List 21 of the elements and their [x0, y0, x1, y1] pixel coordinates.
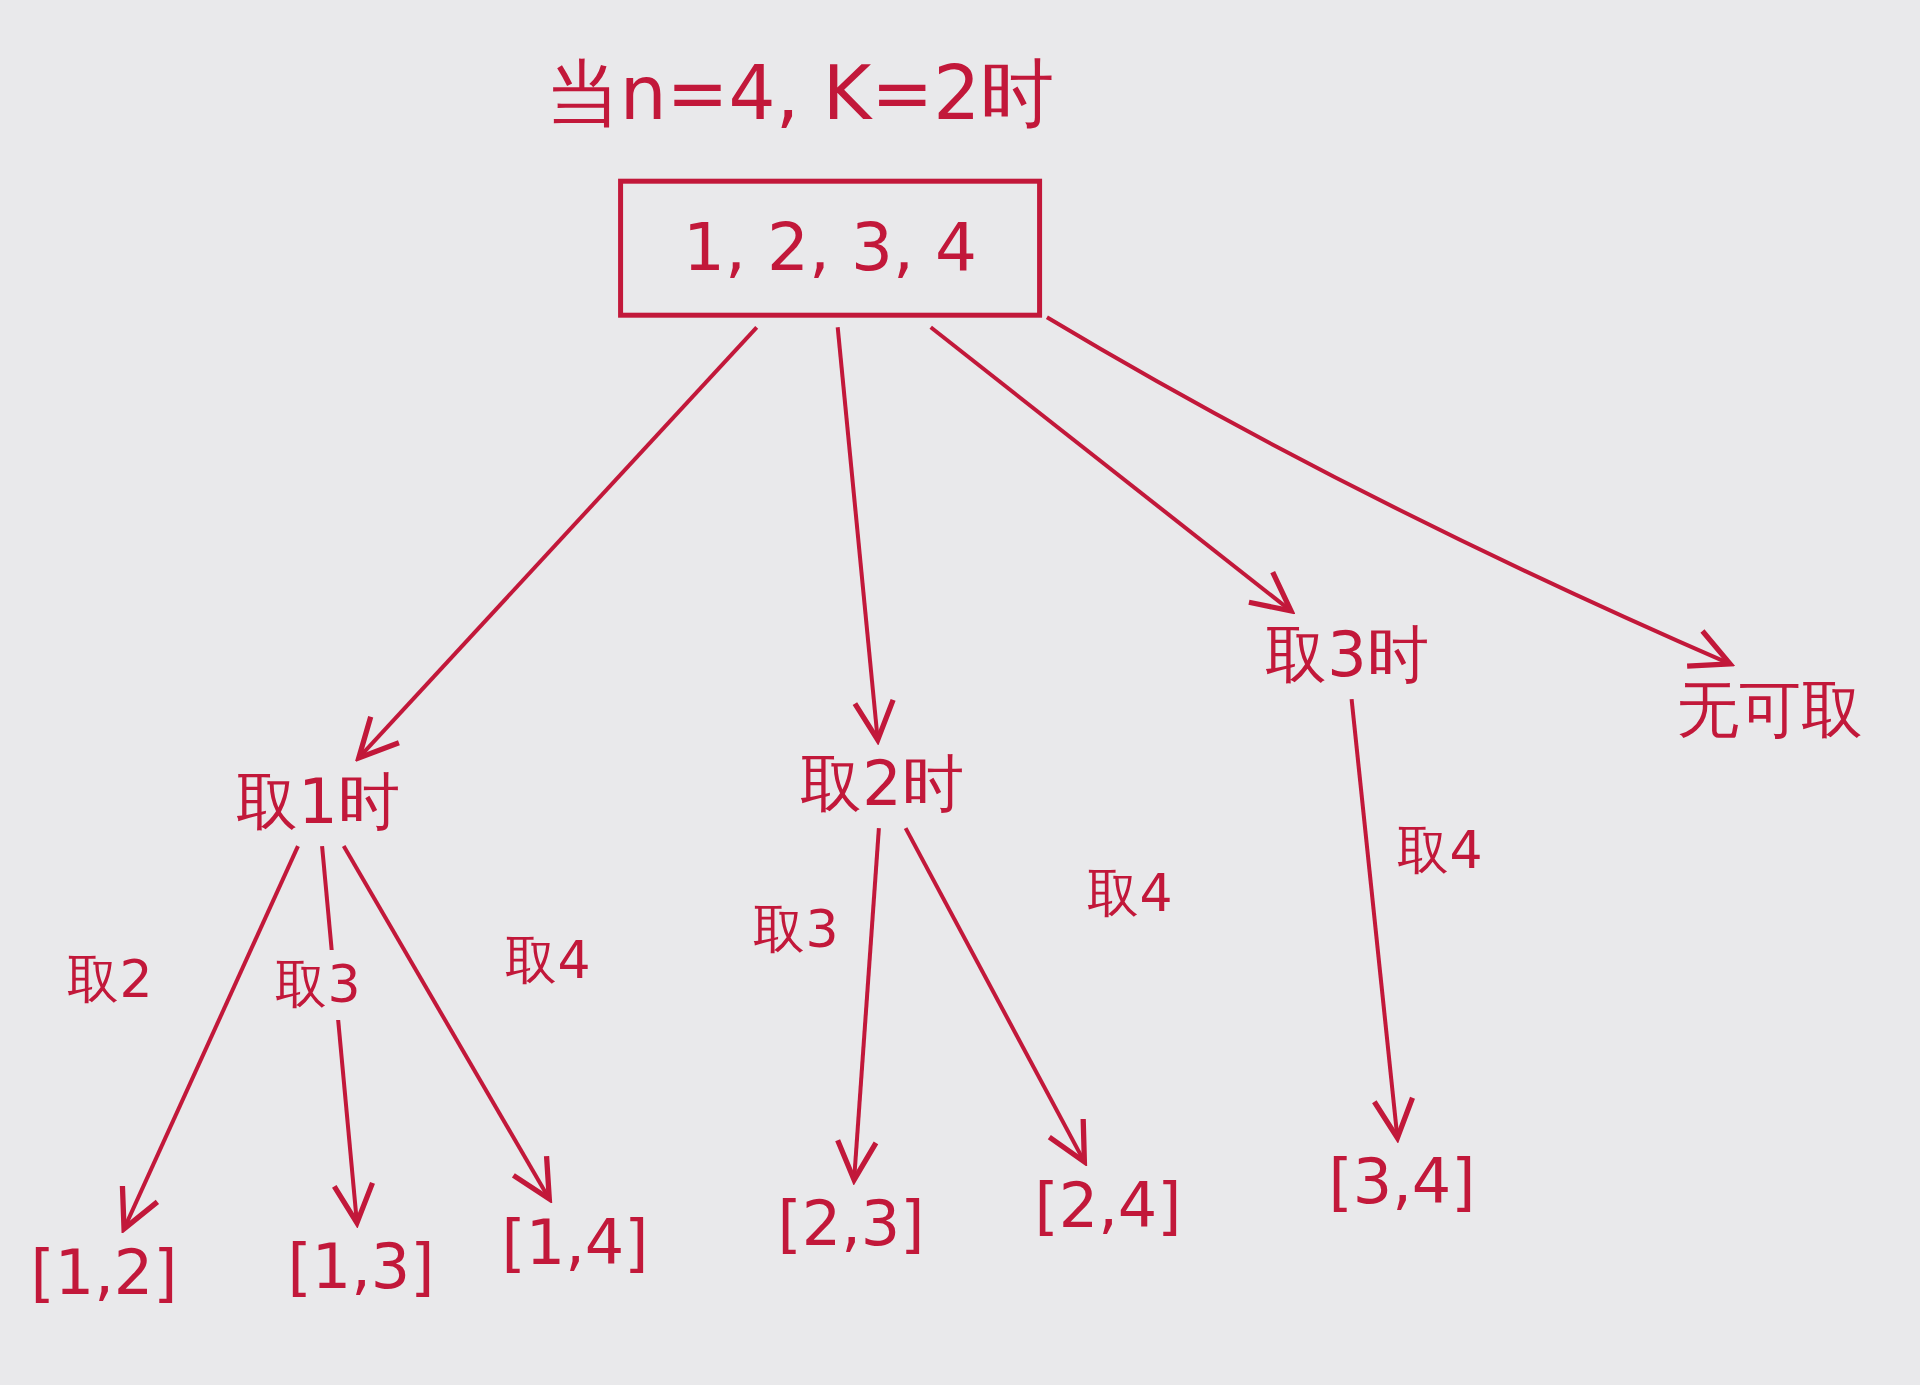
result-label: [2,3] [777, 1189, 925, 1259]
arrow [929, 325, 1294, 614]
result-label: [1,2] [30, 1238, 178, 1308]
step-label: 取3时 [1265, 620, 1429, 690]
arrow [835, 327, 896, 743]
title: 当n=4, K=2时 [545, 49, 1055, 138]
arrow [119, 845, 300, 1232]
number-box: 1, 2, 3, 4 [618, 178, 1042, 318]
arrow [903, 827, 1088, 1165]
step-label: 无可取 [1677, 675, 1863, 745]
arrow [356, 325, 759, 761]
arrow [835, 827, 881, 1183]
result-label: [1,4] [501, 1208, 649, 1278]
arrow [1045, 315, 1733, 669]
result-label: [1,3] [287, 1232, 435, 1302]
step-label: 取1时 [236, 767, 400, 837]
result-label: [3,4] [1328, 1147, 1476, 1217]
step-label: 取2时 [800, 749, 964, 819]
arrow [1349, 698, 1416, 1141]
arrow [341, 845, 552, 1202]
result-label: [2,4] [1034, 1171, 1182, 1241]
